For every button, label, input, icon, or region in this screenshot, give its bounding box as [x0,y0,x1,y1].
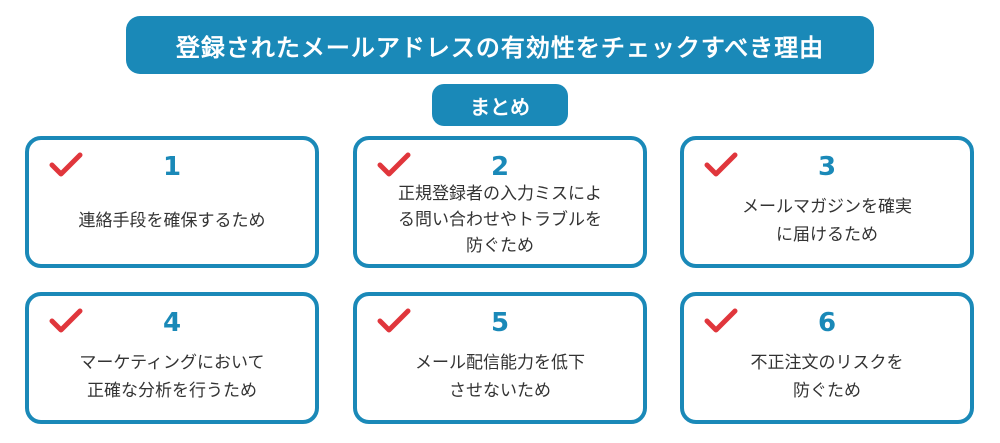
check-icon [49,152,83,177]
card-text: マーケティングにおいて 正確な分析を行うため [79,353,265,401]
check-icon [704,308,738,333]
card-text: 正規登録者の入力ミスによ る問い合わせやトラブルを 防ぐため [398,184,602,256]
card-number: 3 [817,152,837,182]
card-text: 連絡手段を確保するため [78,211,266,231]
reason-card-3: 3 メールマガジンを確実 に届けるため [680,136,974,268]
reason-card-2: 2 正規登録者の入力ミスによ る問い合わせやトラブルを 防ぐため [353,136,647,268]
reason-card-5: 5 メール配信能力を低下 させないため [353,292,647,424]
card-text: メール配信能力を低下 させないため [415,353,585,401]
card-number: 6 [817,308,837,338]
summary-label: まとめ [432,84,568,126]
page-title: 登録されたメールアドレスの有効性をチェックすべき理由 [126,16,874,74]
card-number: 1 [162,152,182,182]
card-text: 不正注文のリスクを 防ぐため [750,353,904,401]
check-icon [704,152,738,177]
reason-card-1: 1 連絡手段を確保するため [25,136,319,268]
check-icon [377,152,411,177]
card-text: メールマガジンを確実 に届けるため [742,197,912,245]
card-number: 5 [490,308,510,338]
reason-card-4: 4 マーケティングにおいて 正確な分析を行うため [25,292,319,424]
reason-card-6: 6 不正注文のリスクを 防ぐため [680,292,974,424]
card-number: 4 [162,308,182,338]
check-icon [377,308,411,333]
check-icon [49,308,83,333]
card-number: 2 [490,152,510,182]
